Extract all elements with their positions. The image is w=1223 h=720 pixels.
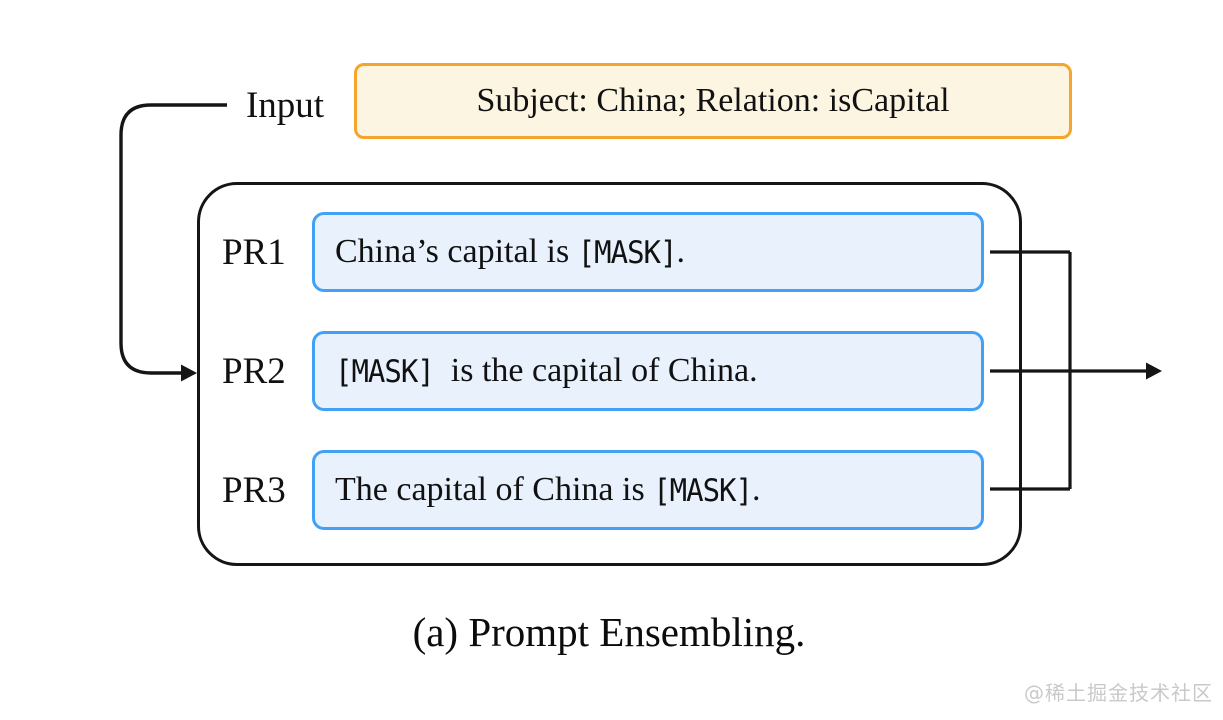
- prompt-text-pre: China’s capital is: [335, 233, 578, 270]
- prompt-label-pr3: PR3: [222, 469, 286, 511]
- figure-caption: (a) Prompt Ensembling.: [412, 609, 806, 655]
- watermark-text: @稀土掘金技术社区: [1024, 681, 1213, 705]
- input-label: Input: [245, 84, 325, 126]
- prompt-box-pr1: China’s capital is [MASK].: [312, 212, 984, 292]
- ensemble-output-arrowhead-icon: [1146, 362, 1162, 380]
- prompt-box-pr3: The capital of China is [MASK].: [312, 450, 984, 530]
- mask-token: [MASK]: [653, 471, 753, 509]
- input-value-box: Subject: China; Relation: isCapital: [354, 63, 1072, 139]
- prompt-text-post: is the capital of China.: [433, 352, 758, 389]
- prompt-row-pr1: PR1 China’s capital is [MASK].: [222, 212, 992, 292]
- prompt-text-pre: The capital of China is: [335, 471, 654, 508]
- prompt-box-pr2: [MASK] is the capital of China.: [312, 331, 984, 411]
- prompt-label-pr2: PR2: [222, 350, 286, 392]
- prompt-text-post: .: [676, 233, 685, 270]
- input-to-pr2-arrowhead-icon: [181, 364, 197, 382]
- prompt-row-pr3: PR3 The capital of China is [MASK].: [222, 450, 992, 530]
- prompt-label-pr1: PR1: [222, 231, 286, 273]
- mask-token: [MASK]: [335, 352, 435, 390]
- prompt-text-post: .: [751, 471, 761, 508]
- mask-token: [MASK]: [577, 233, 678, 271]
- prompt-row-pr2: PR2 [MASK] is the capital of China.: [222, 331, 992, 411]
